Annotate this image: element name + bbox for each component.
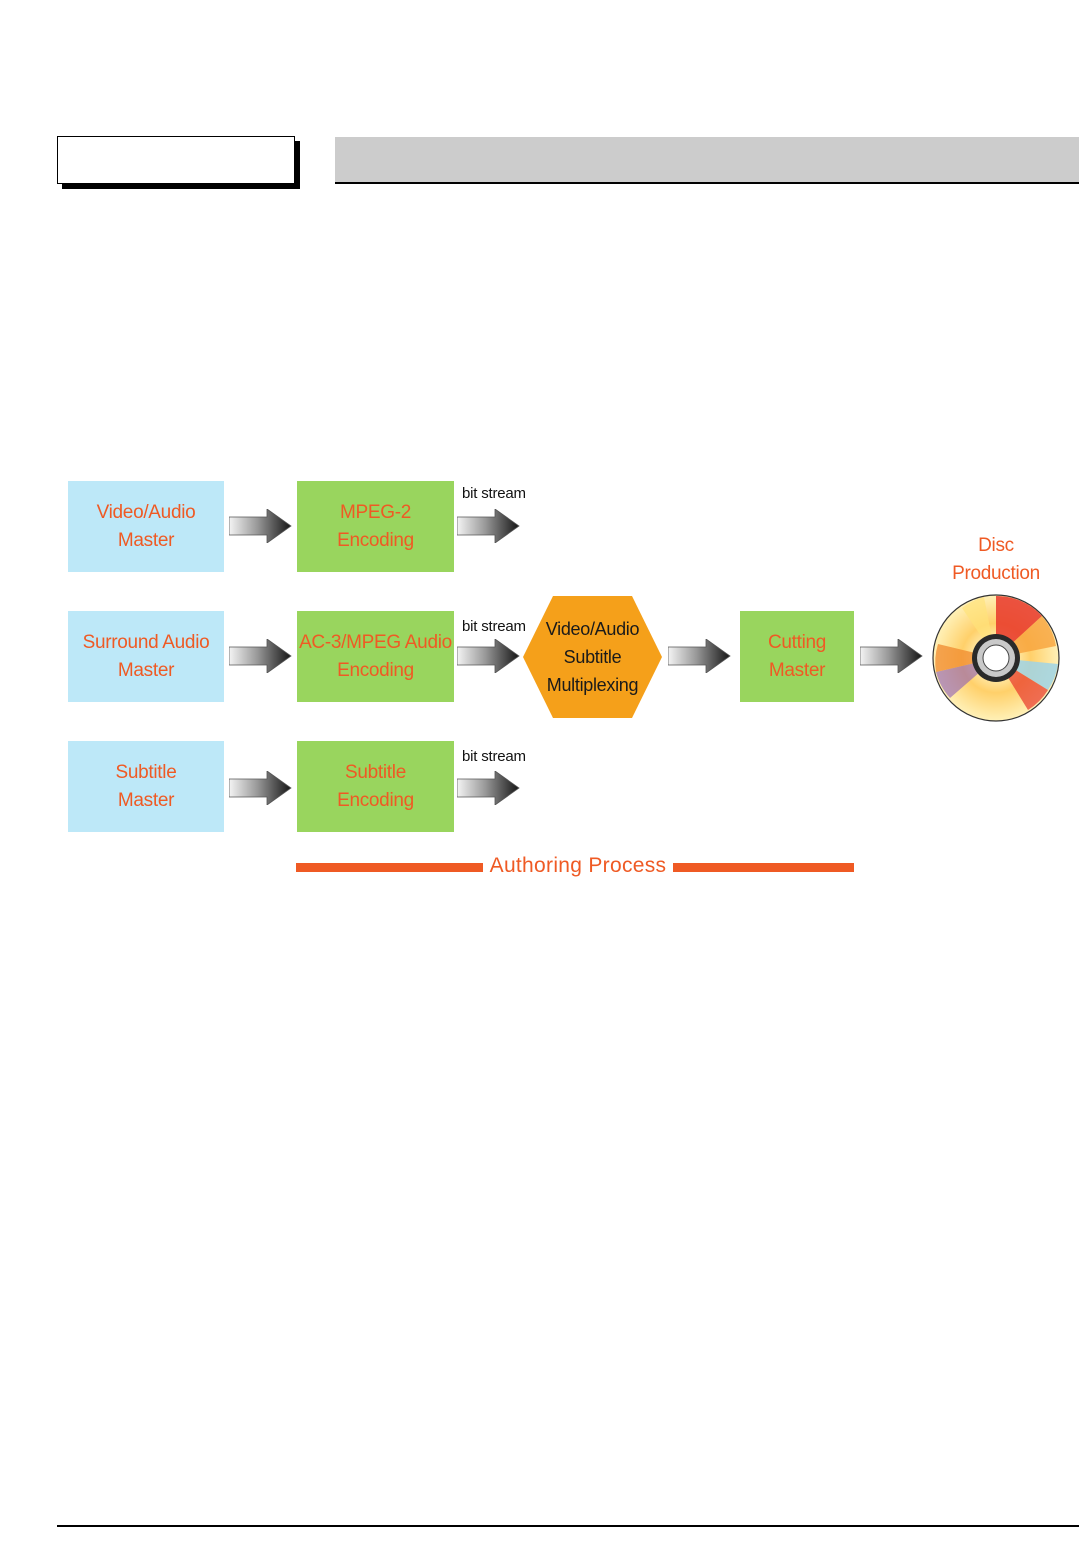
cutting-master-box: Cutting Master [740, 611, 854, 702]
box-label: Master [768, 659, 826, 681]
subtitle-encoding-box: Subtitle Encoding [297, 741, 454, 832]
disc-label-line: Production [952, 563, 1040, 584]
box-label: Encoding [337, 529, 414, 551]
disc-label-line: Disc [978, 535, 1014, 556]
audio-encoding-box: AC-3/MPEG Audio Encoding [297, 611, 454, 702]
authoring-process-label: Authoring Process [489, 854, 667, 877]
multiplexing-hexagon [523, 596, 662, 718]
mpeg2-encoding-box: MPEG-2 Encoding [297, 481, 454, 572]
gradient-arrow-icon [229, 771, 292, 805]
hex-label-line: Video/Audio [545, 619, 640, 639]
box-label: Master [117, 659, 175, 681]
cd-disc-icon [932, 594, 1060, 722]
hex-label-line: Subtitle [563, 647, 622, 667]
authoring-line-right [673, 863, 854, 872]
gradient-arrow-icon [457, 509, 520, 543]
gradient-arrow-icon [229, 509, 292, 543]
bit-stream-label: bit stream [462, 618, 526, 635]
box-label: Master [117, 529, 175, 551]
footer-rule [57, 1525, 1079, 1527]
box-label: Video/Audio [96, 501, 196, 523]
gradient-arrow-icon [457, 771, 520, 805]
box-label: Subtitle [345, 761, 406, 783]
subtitle-master-box: Subtitle Master [68, 741, 224, 832]
section-tab [57, 136, 295, 184]
box-label: AC-3/MPEG Audio [299, 631, 452, 653]
bit-stream-label: bit stream [462, 748, 526, 765]
gradient-arrow-icon [860, 639, 923, 673]
section-title-bar [335, 137, 1079, 184]
gradient-arrow-icon [457, 639, 520, 673]
surround-audio-master-box: Surround Audio Master [68, 611, 224, 702]
box-label: Subtitle [115, 761, 177, 783]
multiplexing-label: Video/Audio Subtitle Multiplexing [523, 596, 662, 718]
disc-production-label: Disc Production [940, 532, 1052, 588]
box-label: Master [117, 789, 175, 811]
hex-label-line: Multiplexing [546, 675, 639, 695]
gradient-arrow-icon [229, 639, 292, 673]
video-audio-master-box: Video/Audio Master [68, 481, 224, 572]
box-label: Cutting [767, 631, 827, 653]
box-label: MPEG-2 [339, 501, 412, 523]
gradient-arrow-icon [668, 639, 731, 673]
box-label: Surround Audio [82, 631, 210, 653]
box-label: Encoding [337, 789, 414, 811]
authoring-line-left [296, 863, 483, 872]
box-label: Encoding [337, 659, 414, 681]
bit-stream-label: bit stream [462, 485, 526, 502]
